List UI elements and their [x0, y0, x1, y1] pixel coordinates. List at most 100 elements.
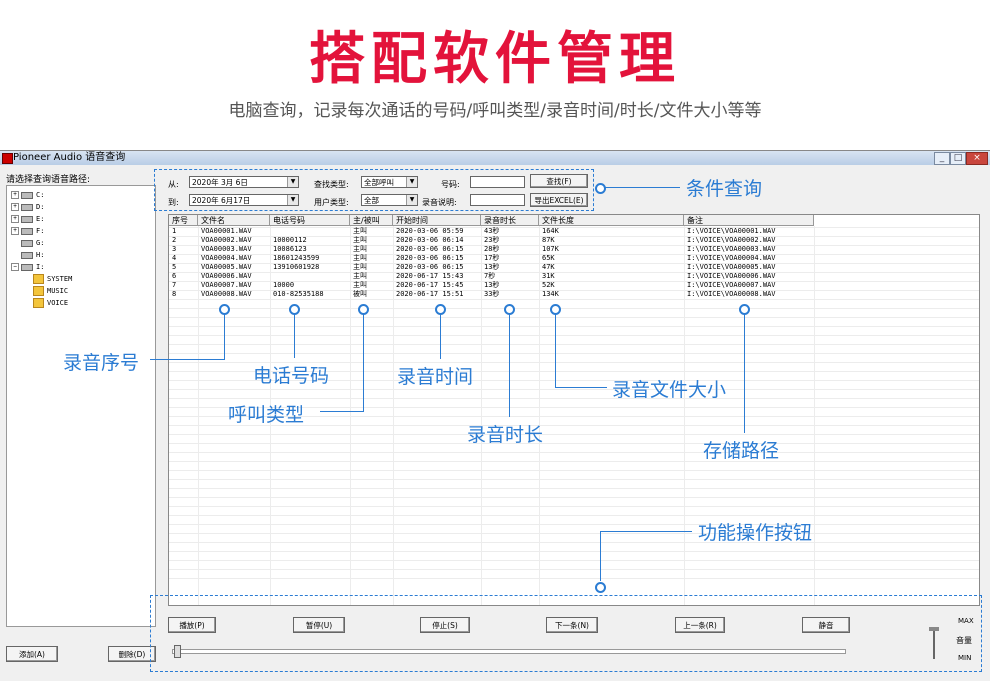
table-cell: 134K: [542, 290, 559, 298]
chevron-down-icon: ▼: [287, 195, 298, 205]
table-cell: 2020-06-17 15:45: [396, 281, 464, 289]
table-cell: 10000112: [273, 236, 307, 244]
volume-label: 音量: [956, 636, 972, 645]
callout-rectime: 录音时间: [397, 366, 474, 388]
callout-condition: 条件查询: [686, 178, 763, 200]
column-header[interactable]: 备注: [684, 215, 814, 226]
table-cell: 65K: [542, 254, 555, 262]
column-header[interactable]: 序号: [169, 215, 198, 226]
grid-line: [169, 272, 979, 273]
column-header[interactable]: 主/被叫: [350, 215, 393, 226]
table-cell: 2: [172, 236, 177, 244]
grid-line: [169, 452, 979, 453]
window-titlebar: Pioneer Audio 语音查询 _ □ ×: [0, 151, 990, 165]
table-cell: 43秒: [484, 227, 500, 235]
table-cell: 8: [172, 290, 177, 298]
callout-dot: [595, 183, 606, 194]
tree-drive-c[interactable]: +C:: [11, 190, 44, 201]
table-cell: VOA00005.WAV: [201, 263, 252, 271]
tree-drive-f[interactable]: +F:: [11, 226, 44, 237]
table-cell: 33秒: [484, 290, 500, 298]
table-cell: 13秒: [484, 263, 500, 271]
play-button[interactable]: 播放(P): [168, 617, 216, 633]
minimize-button[interactable]: _: [934, 152, 950, 165]
progress-slider[interactable]: [172, 649, 846, 654]
close-button[interactable]: ×: [966, 152, 988, 165]
tree-drive-i[interactable]: −I:: [11, 262, 44, 273]
column-header[interactable]: 文件长度: [539, 215, 684, 226]
table-cell: 2020-06-17 15:43: [396, 272, 464, 280]
column-header[interactable]: 电话号码: [270, 215, 350, 226]
table-cell: VOA00002.WAV: [201, 236, 252, 244]
number-input[interactable]: [470, 176, 525, 188]
to-date-picker[interactable]: 2020年 6月17日▼: [189, 194, 299, 206]
progress-thumb[interactable]: [174, 645, 181, 658]
callout-line: [555, 387, 607, 388]
grid-line: [169, 416, 979, 417]
tree-drive-d[interactable]: +D:: [11, 202, 44, 213]
record-note-input[interactable]: [470, 194, 525, 206]
callout-buttons: 功能操作按钮: [698, 522, 813, 544]
grid-line: [539, 226, 540, 605]
search-type-select[interactable]: 全部呼叫▼: [361, 176, 418, 188]
tree-drive-g[interactable]: G:: [21, 238, 44, 249]
grid-line: [169, 344, 979, 345]
record-note-label: 录音说明:: [422, 198, 457, 207]
stop-button[interactable]: 停止(S): [420, 617, 470, 633]
tree-folder-music[interactable]: MUSIC: [33, 286, 68, 297]
volume-min-label: MIN: [958, 654, 972, 662]
column-header[interactable]: 文件名: [198, 215, 270, 226]
pause-button[interactable]: 暂停(U): [293, 617, 345, 633]
tree-folder-system[interactable]: SYSTEM: [33, 274, 72, 285]
grid-line: [169, 245, 979, 246]
search-button[interactable]: 查找(F): [530, 174, 588, 188]
maximize-button[interactable]: □: [950, 152, 966, 165]
table-cell: 13910601928: [273, 263, 320, 271]
volume-max-label: MAX: [958, 617, 974, 625]
user-type-select[interactable]: 全部▼: [361, 194, 418, 206]
controls-highlight-box: [150, 595, 982, 672]
table-cell: 107K: [542, 245, 559, 253]
volume-thumb[interactable]: [929, 627, 939, 631]
from-date-picker[interactable]: 2020年 3月 6日▼: [189, 176, 299, 188]
column-header[interactable]: 录音时长: [481, 215, 539, 226]
grid-line: [169, 488, 979, 489]
delete-button[interactable]: 删除(D): [108, 646, 156, 662]
chevron-down-icon: ▼: [406, 195, 417, 205]
callout-line: [150, 359, 225, 360]
grid-line: [169, 533, 979, 534]
volume-slider[interactable]: [933, 629, 935, 659]
table-cell: 5: [172, 263, 177, 271]
grid-line: [169, 371, 979, 372]
add-button[interactable]: 添加(A): [6, 646, 58, 662]
table-cell: 主叫: [353, 245, 367, 253]
prev-button[interactable]: 上一条(R): [675, 617, 725, 633]
tree-drive-e[interactable]: +E:: [11, 214, 44, 225]
grid-line: [169, 308, 979, 309]
export-excel-button[interactable]: 导出EXCEL(E): [530, 193, 588, 207]
column-header[interactable]: 开始时间: [393, 215, 481, 226]
callout-line: [600, 531, 692, 532]
grid-line: [169, 479, 979, 480]
table-cell: 23秒: [484, 236, 500, 244]
grid-line: [481, 226, 482, 605]
tree-drive-h[interactable]: H:: [21, 250, 44, 261]
next-button[interactable]: 下一条(N): [546, 617, 598, 633]
table-cell: 2020-03-06 05:59: [396, 227, 464, 235]
folder-tree[interactable]: +C: +D: +E: +F: G: H: −I: SYSTEM MUSIC V…: [6, 185, 156, 627]
callout-dot: [595, 582, 606, 593]
table-cell: 2020-03-06 06:15: [396, 254, 464, 262]
mute-button[interactable]: 静音: [802, 617, 850, 633]
tree-folder-voice[interactable]: VOICE: [33, 298, 68, 309]
folder-icon: [33, 274, 44, 284]
grid-line: [169, 506, 979, 507]
